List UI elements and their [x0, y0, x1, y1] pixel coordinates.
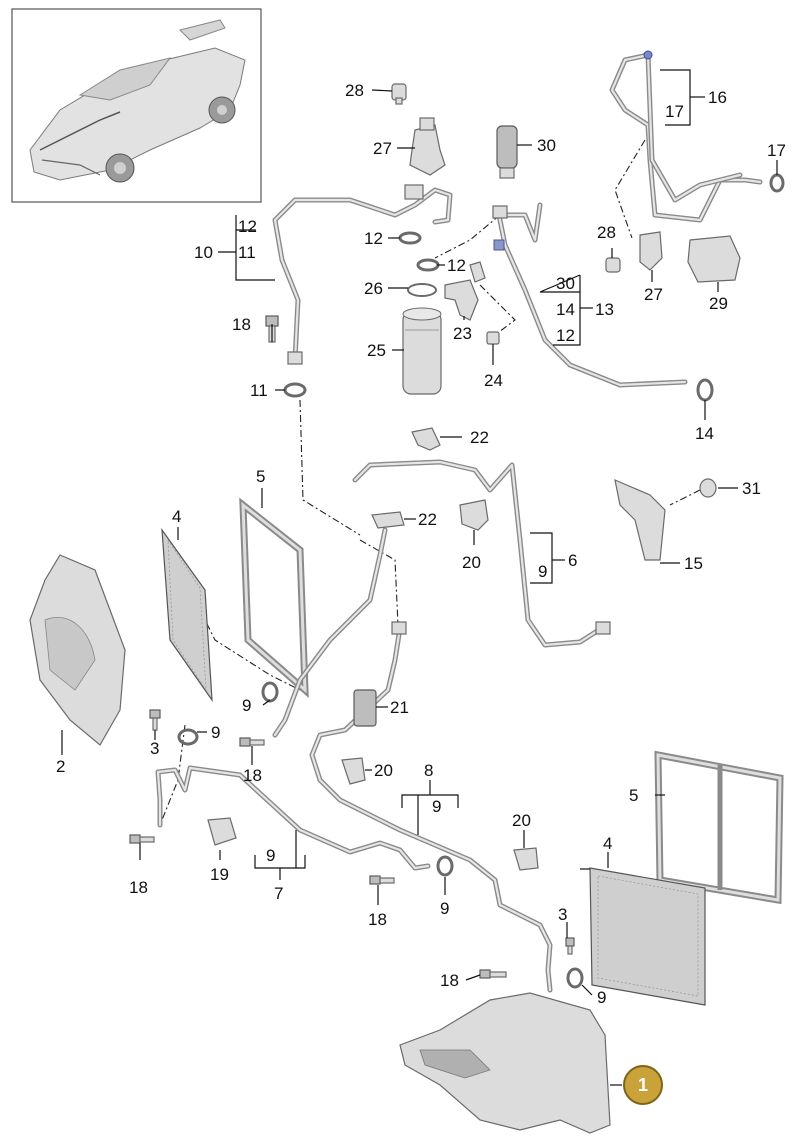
label-15: 15	[684, 554, 703, 573]
part-27-valve-right	[639, 231, 663, 271]
part-25-receiver-drier	[402, 307, 442, 395]
label-2: 2	[56, 757, 65, 776]
label-29: 29	[709, 294, 728, 313]
hose-assembly-16	[609, 50, 763, 223]
highlight-label: 1	[638, 1075, 648, 1095]
label-9-bracket-7: 9	[266, 846, 275, 865]
label-9-seal-d: 9	[597, 988, 606, 1007]
part-19-clamp	[207, 817, 237, 846]
part-22-clip-top	[411, 427, 441, 451]
label-12-bracket-a: 12	[238, 217, 257, 236]
label-27-top: 27	[373, 139, 392, 158]
label-19: 19	[210, 865, 229, 884]
part-20-clamp-mid	[459, 499, 489, 531]
label-3-left: 3	[150, 739, 159, 758]
label-20-lower: 20	[374, 761, 393, 780]
label-9-seal-a: 9	[242, 696, 251, 715]
reference-lines	[159, 139, 701, 826]
label-24: 24	[484, 371, 503, 390]
label-3-right: 3	[558, 905, 567, 924]
label-14-seal: 14	[695, 424, 714, 443]
part-29-control-unit	[687, 235, 741, 283]
label-10: 10	[194, 243, 213, 262]
label-6: 6	[568, 551, 577, 570]
vehicle-overview-inset	[11, 8, 262, 203]
label-22-mid: 22	[418, 510, 437, 529]
hose-assembly-10	[272, 184, 453, 365]
part-23-bracket	[444, 261, 486, 321]
part-4-condenser-left	[161, 527, 213, 703]
label-13: 13	[595, 300, 614, 319]
label-12-seal-a: 12	[364, 229, 383, 248]
label-11-seal: 11	[250, 381, 268, 400]
label-9-bracket-6: 9	[538, 562, 547, 581]
label-18-center: 18	[368, 910, 387, 929]
hose-assembly-13	[492, 202, 688, 388]
label-14-bracket: 14	[556, 300, 575, 319]
part-15-bracket	[614, 478, 666, 561]
part-24-clip	[486, 331, 500, 345]
label-16: 16	[708, 88, 727, 107]
part-21-sensor	[353, 689, 377, 727]
label-23: 23	[453, 324, 472, 343]
part-28-clip-top	[391, 83, 407, 105]
part-1-air-duct-right	[399, 992, 611, 1134]
label-31: 31	[742, 479, 761, 498]
highlight-callout-1[interactable]: 1	[623, 1065, 663, 1105]
part-30-sensor	[496, 125, 518, 179]
label-5-left: 5	[256, 467, 265, 486]
hose-assembly-7	[155, 765, 431, 871]
part-2-air-duct-left	[29, 554, 126, 746]
part-number-labels: 28 27 30 16 17 17 12 10 11 12 12 26 30 1…	[56, 81, 786, 1007]
label-9-seal-c: 9	[440, 899, 449, 918]
part-31-grommet	[699, 478, 717, 498]
label-21: 21	[390, 698, 409, 717]
label-11-bracket: 11	[238, 243, 256, 262]
label-18-left: 18	[129, 878, 148, 897]
label-30-top: 30	[537, 136, 556, 155]
label-18-mid: 18	[243, 766, 262, 785]
part-28-clip-right	[605, 257, 621, 273]
label-4-left: 4	[172, 507, 181, 526]
hose-assembly-9-mid	[272, 527, 388, 738]
part-5-frame-left	[239, 497, 309, 698]
label-18-right: 18	[440, 971, 459, 990]
label-27-right: 27	[644, 285, 663, 304]
leader-lines	[61, 69, 778, 1086]
label-12-seal-b: 12	[447, 256, 466, 275]
label-30-bracket: 30	[556, 274, 575, 293]
part-5-frame-right	[654, 750, 784, 905]
seal-rings-lower	[177, 681, 584, 989]
label-18-upper: 18	[232, 315, 251, 334]
label-12-bracket-b: 12	[556, 326, 575, 345]
label-25: 25	[367, 341, 386, 360]
part-20-clamp-right	[513, 847, 539, 871]
label-8: 8	[424, 761, 433, 780]
label-5-right: 5	[629, 786, 638, 805]
label-17-bracket: 17	[665, 102, 684, 121]
hose-assembly-8	[309, 621, 553, 993]
label-4-right: 4	[603, 834, 612, 853]
highlight-badge[interactable]	[623, 1065, 663, 1105]
bolts-lower	[129, 709, 575, 979]
label-28-right: 28	[597, 223, 616, 242]
part-4-condenser-right	[589, 867, 706, 1006]
label-20-mid: 20	[462, 553, 481, 572]
part-22-clip-mid	[371, 511, 405, 529]
label-28-top: 28	[345, 81, 364, 100]
part-27-valve-top	[409, 117, 446, 176]
label-17-right: 17	[767, 141, 786, 160]
label-26: 26	[364, 279, 383, 298]
label-9-seal-b: 9	[211, 723, 220, 742]
label-9-bracket-8: 9	[432, 797, 441, 816]
hose-assembly-6	[352, 459, 611, 648]
label-20-right: 20	[512, 811, 531, 830]
part-20-clamp-lower	[341, 757, 366, 785]
label-22-top: 22	[470, 428, 489, 447]
label-7: 7	[274, 884, 283, 903]
